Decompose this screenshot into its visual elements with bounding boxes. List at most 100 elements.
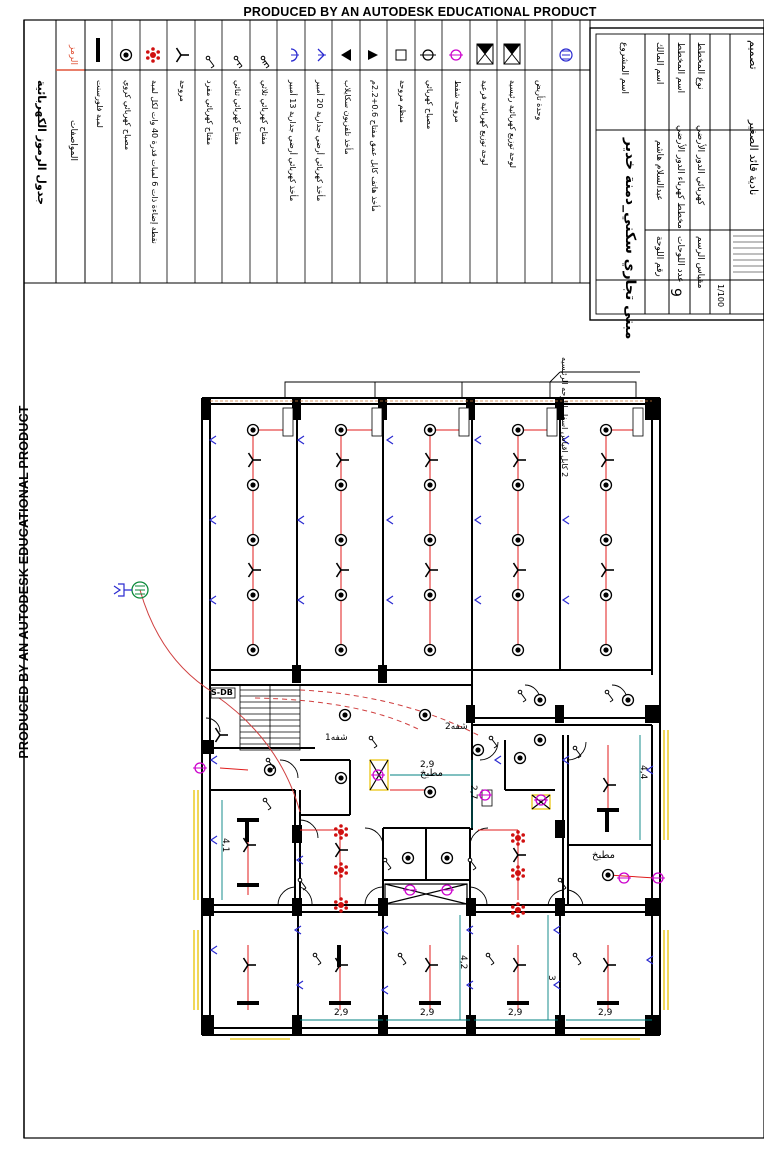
ceiling-fan [247, 452, 262, 468]
wall-socket [297, 515, 305, 525]
fluorescent-lamp-icon [96, 38, 100, 62]
legend-table [23, 19, 591, 284]
ceiling-lamp [440, 851, 454, 865]
fluorescent-lamp [507, 1001, 529, 1005]
plan-type-value: كهربائي الدور الأرضي [695, 125, 705, 206]
feeder-lines [284, 371, 640, 398]
db-panels [210, 407, 644, 807]
ceiling-lamp [246, 533, 260, 547]
wall-socket [297, 595, 305, 605]
sdb-tag: S-DB [211, 688, 233, 697]
dimension-lines [221, 735, 652, 1021]
fluorescent-lamp [237, 1001, 259, 1005]
ceiling-lamp [423, 643, 437, 657]
kitchen-right-label: مطبخ [592, 850, 616, 861]
ceiling-fan [602, 957, 617, 973]
ceiling-lamp [246, 643, 260, 657]
light-switch [368, 735, 378, 749]
light-switch [262, 797, 272, 811]
ceiling-lamp [334, 643, 348, 657]
dim-4-2: 4,2 [458, 955, 468, 970]
legend-row-label: نقطة إضاءة ذات 6 لمبات قدرة 40 وات لكل ل… [150, 80, 159, 244]
emergency-lamp-icon [146, 47, 160, 63]
wall-socket [386, 595, 394, 605]
ceiling-fan [242, 957, 257, 973]
ceiling-fan [602, 777, 617, 793]
project-value: مبنى تجاري سكني_دمنة خدير [622, 138, 638, 340]
exhaust-fan [533, 794, 549, 806]
six-lamp-point [334, 824, 348, 840]
fluorescent-lamp [329, 1001, 351, 1005]
exhaust-fan [616, 872, 632, 884]
floor-plan [113, 371, 669, 1040]
wall-sockets [209, 435, 654, 995]
plan-value: مخطط كهرباء الدور الأرضي [675, 125, 685, 229]
plan-label: اسم المخطط [675, 42, 685, 94]
ceiling-lamp [423, 588, 437, 602]
earth-unit-icon [559, 48, 573, 62]
switch-double-icon [233, 55, 243, 69]
ceiling-lamp [599, 478, 613, 492]
legend-col-specs: المواصفات [68, 120, 78, 162]
light-switch [485, 952, 495, 966]
earth-unit [113, 581, 149, 599]
legend-row-label: مأخذ كهربائي أرضي جدارية 20 أمبير [315, 80, 324, 202]
fan-regulator-icon [395, 49, 407, 61]
owner-value: عبدالسلام هاشم [654, 140, 664, 201]
sheet-no-label: رقم اللوحة [654, 236, 664, 277]
wall-socket [210, 835, 218, 845]
ceiling-lamp [423, 478, 437, 492]
light-switch [312, 952, 322, 966]
watermark-top-text: PRODUCED BY AN AUTODESK EDUCATIONAL PROD… [243, 5, 597, 19]
ceiling-fan [335, 452, 350, 468]
legend-row-label: مروحة شفط [453, 80, 462, 123]
shaft-boxes [369, 759, 551, 905]
wall-socket [562, 515, 570, 525]
columns [202, 398, 660, 1035]
wall-socket [562, 595, 570, 605]
ceiling-lamp [511, 478, 525, 492]
plan-type-label: نوع المخطط [695, 42, 705, 90]
main-db-icon [476, 43, 494, 65]
fluorescent-lamp [419, 1001, 441, 1005]
ceiling-fan [512, 957, 527, 973]
legend-row-label: مفتاح كهربائي ثنائي [233, 80, 242, 145]
six-lamp-point [334, 862, 348, 878]
legend-row-label: لمبة فلورسنت [95, 80, 104, 128]
dim-bottom-3: 2,9 [508, 1008, 523, 1018]
light-switch [382, 857, 392, 871]
dim-bottom-2: 2,9 [420, 1008, 435, 1018]
switch-triple-icon [260, 55, 270, 69]
legend-row-label: منظم مروحة [398, 80, 407, 123]
wall-socket [210, 945, 218, 955]
owner-label: اسم المالك [654, 42, 664, 85]
fan-icon [175, 47, 190, 63]
wall-socket [474, 515, 482, 525]
ceiling-lamp [533, 693, 547, 707]
ceiling-lamp [246, 588, 260, 602]
exhaust-fan [192, 762, 208, 774]
ceiling-fan [600, 562, 615, 578]
ceiling-lamp [334, 588, 348, 602]
dim-2-9-top: 2,9 [420, 760, 435, 770]
ceiling-lamp [338, 708, 352, 722]
scale-label: مقياس الرسم [695, 236, 705, 289]
six-lamp-point [511, 830, 525, 846]
legend-row-label: مصباح كهربائي [425, 80, 434, 130]
ceiling-lamp [599, 643, 613, 657]
ceiling-lamp [621, 693, 635, 707]
exhaust-fan [439, 884, 455, 896]
windows [193, 730, 669, 1040]
dim-2-7: 2,7 [468, 785, 478, 800]
ceiling-lamp [263, 763, 277, 777]
ceiling-lamp [423, 533, 437, 547]
fluorescent-lamp [245, 820, 249, 842]
kitchen-top-label: مطبخ [420, 768, 444, 779]
design-label: تصميم [747, 40, 760, 70]
sub-db-icon [503, 43, 521, 65]
ceiling-lamp [401, 851, 415, 865]
sheet-no-value: 9 [667, 288, 683, 297]
feeder-note: 2 كابل اقياس اسفل اللوحه الرئيسيه [560, 357, 569, 478]
door-swings [205, 684, 628, 906]
